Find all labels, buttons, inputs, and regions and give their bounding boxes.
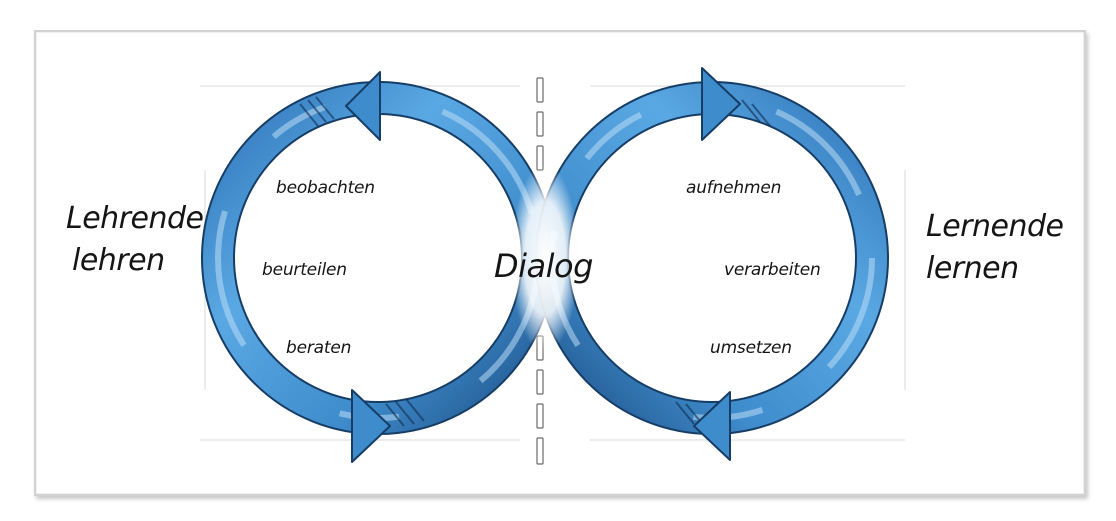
right-step-umsetzen: umsetzen — [710, 338, 792, 358]
dashed-divider — [536, 77, 544, 465]
arrow-head-icon — [345, 67, 741, 463]
left-step-beobachten: beobachten — [276, 178, 375, 198]
right-step-verarbeiten: verarbeiten — [724, 260, 821, 280]
shading-accents — [299, 96, 771, 427]
left-group-title-line1: Lehrende — [66, 201, 204, 236]
center-label-dialog: Dialog — [494, 247, 593, 285]
right-step-aufnehmen: aufnehmen — [686, 178, 782, 198]
right-group-title-line1: Lernende — [926, 209, 1064, 244]
left-step-beurteilen: beurteilen — [262, 260, 347, 280]
left-group-title-line2: lehren — [72, 243, 165, 278]
crossing-glow — [511, 163, 579, 353]
left-step-beraten: beraten — [286, 338, 352, 358]
right-group-title-line2: lernen — [926, 251, 1019, 286]
